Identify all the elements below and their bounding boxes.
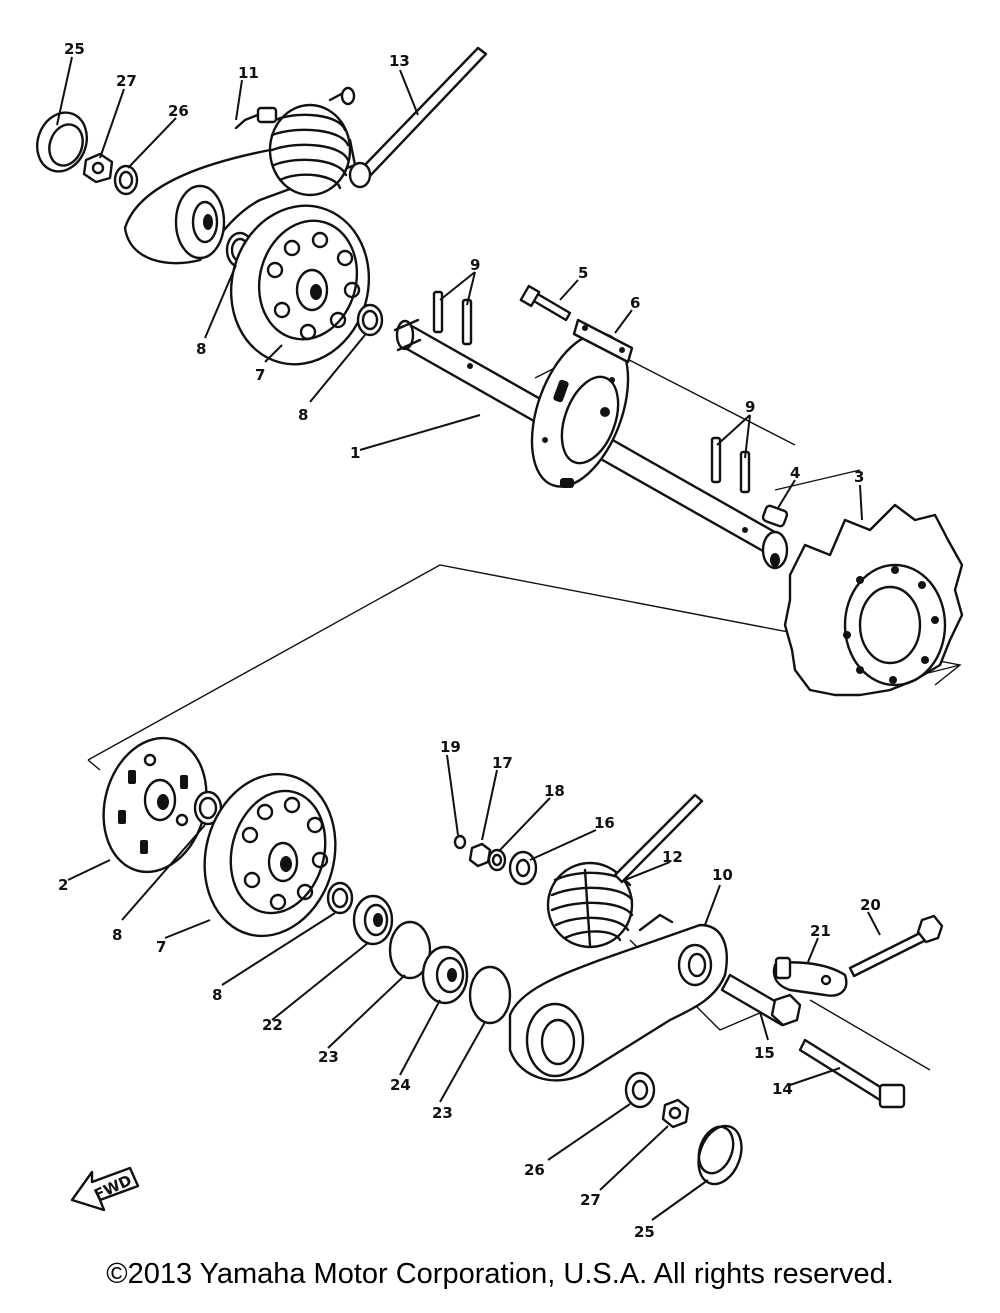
washer-part-8-lower-left xyxy=(193,790,223,826)
item-part-19 xyxy=(453,834,467,850)
callout-3: 3 xyxy=(854,468,864,486)
callout-15: 15 xyxy=(754,1044,775,1062)
callout-8-lower-right: 8 xyxy=(212,986,222,1004)
callout-23-left: 23 xyxy=(318,1048,339,1066)
washer-part-26-upper xyxy=(113,164,139,196)
callout-12: 12 xyxy=(662,848,683,866)
callout-10: 10 xyxy=(712,866,733,884)
pins-part-9-upper xyxy=(432,290,473,346)
callout-27-lower: 27 xyxy=(580,1191,601,1209)
callout-5: 5 xyxy=(578,264,588,282)
bearing-part-24 xyxy=(421,945,469,1005)
washer-part-8-upper-right xyxy=(356,303,384,337)
washer-part-18 xyxy=(487,848,507,872)
callout-26-lower: 26 xyxy=(524,1161,545,1179)
callout-1: 1 xyxy=(350,444,360,462)
callout-24: 24 xyxy=(390,1076,411,1094)
callout-18: 18 xyxy=(544,782,565,800)
cap-part-25-upper xyxy=(36,111,88,173)
torsion-spring-part-12 xyxy=(546,793,704,949)
bearing-part-22 xyxy=(352,894,394,946)
snap-ring-part-23-left xyxy=(388,920,432,980)
nut-part-17 xyxy=(468,842,492,868)
washer-part-8-lower-right xyxy=(326,881,354,915)
callout-17: 17 xyxy=(492,754,513,772)
callout-19: 19 xyxy=(440,738,461,756)
cam-plate-part-21 xyxy=(772,956,848,997)
callout-14: 14 xyxy=(772,1080,793,1098)
callout-22: 22 xyxy=(262,1016,283,1034)
bolt-part-5 xyxy=(519,284,572,322)
callout-6: 6 xyxy=(630,294,640,312)
callout-26-upper: 26 xyxy=(168,102,189,120)
collar-part-15 xyxy=(720,973,802,1027)
callout-2: 2 xyxy=(58,876,68,894)
callout-27-upper: 27 xyxy=(116,72,137,90)
fwd-arrow-icon: FWD xyxy=(70,1166,140,1212)
pins-part-9-lower xyxy=(710,436,751,494)
exploded-parts-diagram: FWD 25 27 26 11 13 8 7 8 9 5 6 1 9 4 3 2… xyxy=(36,40,964,1241)
callout-8-upper-left: 8 xyxy=(196,340,206,358)
callout-21: 21 xyxy=(810,922,831,940)
callout-7-lower: 7 xyxy=(156,938,166,956)
callout-4: 4 xyxy=(790,464,800,482)
washer-part-26-lower xyxy=(624,1071,656,1109)
leader-lines xyxy=(56,56,881,1221)
callout-16: 16 xyxy=(594,814,615,832)
shaft-part-13 xyxy=(348,46,488,189)
callout-25-lower: 25 xyxy=(634,1223,655,1241)
collar-part-4 xyxy=(761,504,789,528)
callout-8-upper-right: 8 xyxy=(298,406,308,424)
callout-23-right: 23 xyxy=(432,1104,453,1122)
washer-part-16 xyxy=(508,850,538,886)
snap-ring-part-23-right xyxy=(468,965,512,1025)
callout-9-upper: 9 xyxy=(470,256,480,274)
torsion-spring-part-11 xyxy=(234,86,356,197)
copyright-notice: ©2013 Yamaha Motor Corporation, U.S.A. A… xyxy=(106,1258,894,1290)
callout-13: 13 xyxy=(389,52,410,70)
callout-20: 20 xyxy=(860,896,881,914)
nut-part-27-upper xyxy=(82,152,114,184)
drive-sprocket-part-3 xyxy=(783,503,964,697)
bolt-part-14 xyxy=(798,1038,906,1109)
callout-9-lower: 9 xyxy=(745,398,755,416)
idler-wheel-part-7-upper xyxy=(229,204,371,366)
callout-25-upper: 25 xyxy=(64,40,85,58)
cap-part-25-lower xyxy=(697,1124,743,1186)
nut-part-27-lower xyxy=(661,1098,690,1129)
idler-wheel-part-7-lower xyxy=(203,772,337,938)
callout-labels: 25 27 26 11 13 8 7 8 9 5 6 1 9 4 3 2 8 7… xyxy=(58,40,881,1241)
arm-part-10 xyxy=(508,913,728,1082)
callout-7-upper: 7 xyxy=(255,366,265,384)
bolt-part-20 xyxy=(848,914,944,978)
bracket-part-6 xyxy=(572,318,634,364)
callout-8-lower-left: 8 xyxy=(112,926,122,944)
callout-11: 11 xyxy=(238,64,259,82)
